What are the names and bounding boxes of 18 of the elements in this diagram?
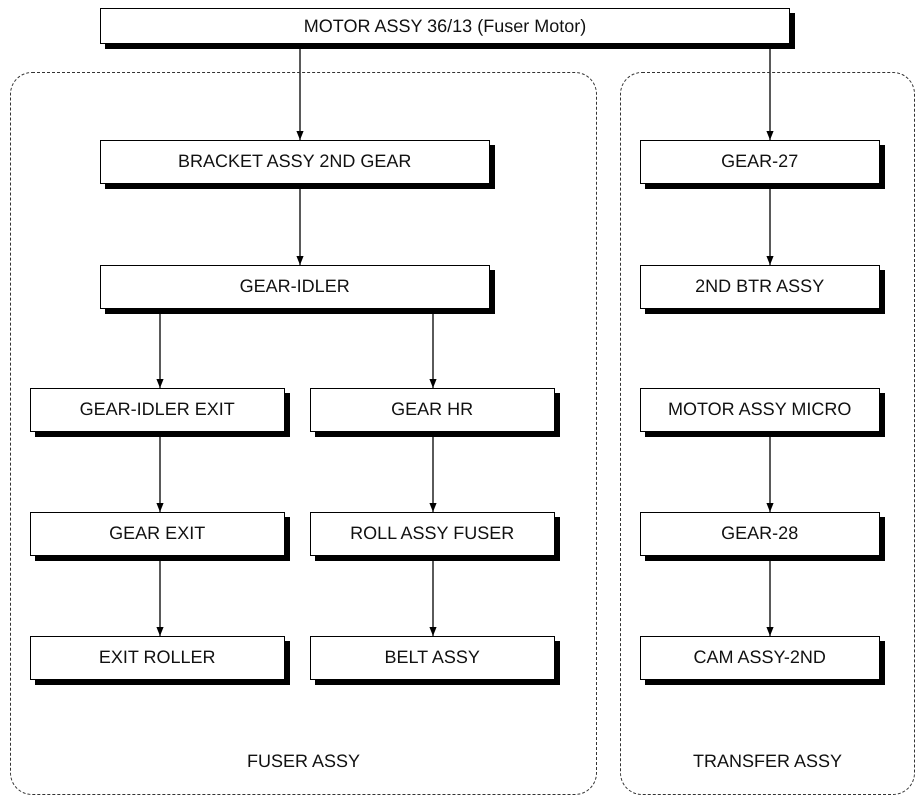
part-label: ROLL ASSY FUSER	[350, 523, 514, 544]
group-label: FUSER ASSY	[246, 751, 360, 772]
part-label: GEAR-IDLER	[240, 276, 350, 298]
part-label: BELT ASSY	[384, 647, 480, 668]
part-label: BRACKET ASSY 2ND GEAR	[178, 151, 412, 172]
assembly-group	[620, 72, 915, 795]
group-label: TRANSFER ASSY	[692, 751, 842, 772]
part-label: GEAR-IDLER EXIT	[80, 399, 235, 420]
part-label: MOTOR ASSY 36/13 (Fuser Motor)	[304, 16, 586, 36]
assembly-group	[10, 72, 597, 795]
part-label: GEAR-28	[721, 523, 798, 544]
part-label: MOTOR ASSY MICRO	[668, 399, 852, 420]
part-label: GEAR-27	[721, 151, 798, 172]
part-label: 2ND BTR ASSY	[695, 276, 824, 298]
part-label: EXIT ROLLER	[98, 647, 216, 668]
part-label: CAM ASSY-2ND	[693, 647, 826, 668]
part-label: GEAR EXIT	[109, 523, 206, 544]
part-label: GEAR HR	[391, 399, 474, 420]
